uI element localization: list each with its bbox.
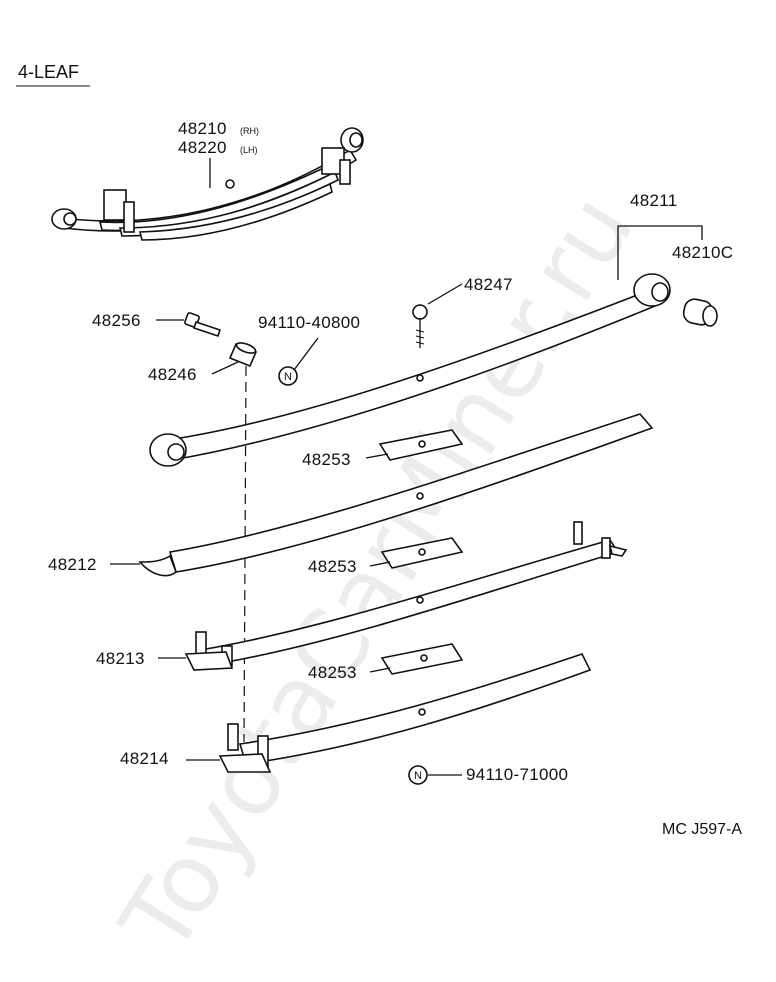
leader-48247 (427, 283, 463, 305)
label-48214: 48214 (120, 749, 169, 768)
svg-text:N: N (414, 770, 422, 782)
leaf-48214 (218, 653, 592, 773)
pin-icon (228, 342, 258, 368)
label-94110-71000: 94110-71000 (466, 765, 568, 784)
leader-48253-b (369, 561, 391, 567)
n-circle-icon-b: N (408, 765, 428, 785)
leaf-spring-assembly-icon (51, 127, 364, 241)
label-48213: 48213 (96, 649, 145, 668)
alignment-dashed-line (243, 365, 247, 743)
main-leaf-48211 (149, 273, 671, 467)
svg-text:N: N (284, 371, 292, 383)
leaf-48212 (138, 413, 654, 577)
label-48246: 48246 (148, 365, 197, 384)
label-48253-b: 48253 (308, 557, 357, 576)
label-48220-lh: (LH) (240, 145, 258, 155)
leader-48246 (211, 361, 239, 375)
n-circle-icon: N (278, 366, 298, 386)
label-48211: 48211 (630, 191, 678, 210)
center-bolt-icon (184, 312, 222, 338)
label-94110-40800: 94110-40800 (258, 313, 360, 332)
leaf-48213 (184, 521, 628, 671)
label-48247: 48247 (464, 275, 513, 294)
leader-94110-40800 (293, 337, 319, 371)
leader-48253-c (369, 667, 391, 673)
page-title: 4-LEAF (18, 62, 79, 82)
label-48212: 48212 (48, 555, 97, 574)
label-48210C: 48210C (672, 243, 733, 262)
leader-48253-a (365, 453, 389, 459)
label-48256: 48256 (92, 311, 141, 330)
bushing-icon (682, 298, 718, 327)
label-48210-rh: (RH) (240, 126, 259, 136)
diagram-code: MC J597-A (662, 821, 742, 838)
watermark: ToyotaCarMiner.ru (99, 176, 655, 973)
bolt-icon (412, 304, 428, 348)
label-48210: 48210 (178, 119, 227, 138)
leader-48211 (617, 225, 703, 280)
label-48220: 48220 (178, 138, 227, 157)
label-48253-a: 48253 (302, 450, 351, 469)
label-48253-c: 48253 (308, 663, 357, 682)
